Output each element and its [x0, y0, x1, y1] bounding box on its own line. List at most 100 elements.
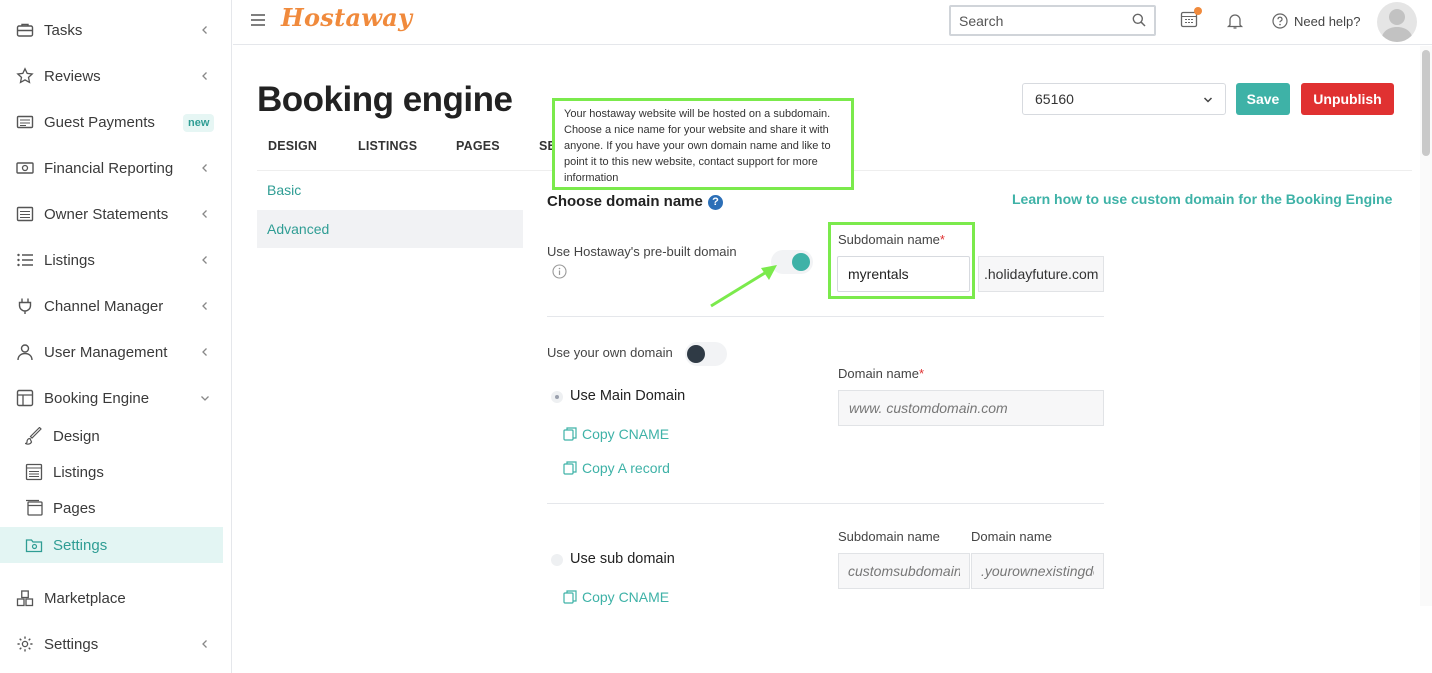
- main-domain-label: Use Main Domain: [570, 388, 686, 404]
- tab-pages[interactable]: PAGES: [456, 139, 500, 153]
- copy-cname-link-2[interactable]: Copy CNAME: [563, 589, 669, 605]
- chevron-down-icon: [1203, 97, 1213, 103]
- sidebar-subitem-listings[interactable]: Listings: [0, 454, 232, 490]
- chevron-left-icon: [202, 348, 207, 356]
- menu-icon[interactable]: [250, 12, 266, 28]
- money-icon: [16, 162, 34, 174]
- chevron-left-icon: [202, 302, 207, 310]
- subnav-advanced[interactable]: Advanced: [257, 210, 523, 248]
- sidebar-subitem-settings[interactable]: Settings: [0, 527, 223, 563]
- sub-domain-radio[interactable]: [551, 554, 563, 566]
- divider: [547, 503, 1104, 504]
- existing-domain-input[interactable]: [971, 553, 1104, 589]
- chevron-left-icon: [202, 640, 207, 648]
- chevron-left-icon: [202, 26, 207, 34]
- bell-icon[interactable]: [1226, 12, 1244, 30]
- info-icon[interactable]: [552, 264, 567, 279]
- subdomain-highlight: [828, 222, 975, 299]
- folder-gear-icon: [25, 539, 43, 553]
- custom-subdomain-input[interactable]: [838, 553, 970, 589]
- gear-icon: [17, 636, 33, 652]
- required-mark: *: [918, 366, 924, 381]
- annotation-arrow-icon: [710, 265, 777, 308]
- sidebar-item-label: Guest Payments: [44, 113, 155, 131]
- sidebar-item-label: Owner Statements: [44, 205, 169, 223]
- own-domain-toggle[interactable]: [685, 342, 727, 366]
- tab-listings[interactable]: LISTINGS: [358, 139, 418, 153]
- scroll-thumb[interactable]: [1422, 50, 1430, 156]
- scrollbar[interactable]: [1420, 46, 1432, 606]
- question-icon[interactable]: ?: [708, 195, 723, 210]
- calendar-icon[interactable]: [1180, 10, 1198, 28]
- chevron-left-icon: [202, 210, 207, 218]
- sidebar-subitem-label: Listings: [53, 463, 104, 481]
- sidebar-item-channel-manager[interactable]: Channel Manager: [0, 288, 232, 324]
- tab-design[interactable]: DESIGN: [268, 139, 318, 153]
- radio-dot: [555, 395, 559, 399]
- briefcase-icon: [16, 23, 34, 37]
- sidebar-item-settings[interactable]: Settings: [0, 626, 232, 662]
- sidebar-item-label: Reviews: [44, 67, 101, 85]
- pages-icon: [26, 499, 43, 516]
- sidebar-item-marketplace[interactable]: Marketplace: [0, 580, 232, 616]
- need-help-link[interactable]: Need help?: [1294, 14, 1361, 29]
- sidebar-item-booking-engine[interactable]: Booking Engine: [0, 380, 232, 416]
- copy-a-record-link[interactable]: Copy A record: [563, 460, 670, 476]
- domain-name-label: Domain name*: [838, 366, 924, 381]
- domain-name-input[interactable]: [838, 390, 1104, 426]
- help-circle-icon[interactable]: [1272, 13, 1288, 29]
- copy-icon: [563, 461, 577, 475]
- sub-domain-name-label: Domain name: [971, 529, 1052, 544]
- list-icon: [17, 253, 33, 267]
- sidebar-item-user-management[interactable]: User Management: [0, 334, 232, 370]
- learn-custom-domain-link[interactable]: Learn how to use custom domain for the B…: [1012, 191, 1393, 207]
- search-input[interactable]: [959, 11, 1119, 31]
- required-mark: *: [939, 232, 945, 247]
- hostaway-logo[interactable]: Hostaway: [281, 3, 413, 32]
- sidebar-item-label: Booking Engine: [44, 389, 150, 407]
- page-title: Booking engine: [257, 80, 513, 119]
- search-box[interactable]: [949, 5, 1156, 36]
- star-icon: [16, 67, 34, 84]
- save-button[interactable]: Save: [1236, 83, 1290, 115]
- main-domain-radio[interactable]: [551, 391, 563, 403]
- listing-select-value: 65160: [1035, 91, 1074, 107]
- avatar-silhouette-icon: [1381, 9, 1413, 42]
- sidebar-item-financial-reporting[interactable]: Financial Reporting: [0, 150, 232, 186]
- plug-icon: [18, 298, 32, 314]
- search-icon[interactable]: [1132, 13, 1146, 27]
- subdomain-label-text: Subdomain name: [838, 232, 940, 247]
- sidebar-subitem-design[interactable]: Design: [0, 418, 232, 454]
- subdomain-label: Subdomain name*: [838, 232, 945, 247]
- prebuilt-domain-label: Use Hostaway's pre-built domain: [547, 244, 737, 259]
- subdomain-input[interactable]: [837, 256, 970, 292]
- sub-subdomain-label: Subdomain name: [838, 529, 940, 544]
- copy-cname-text: Copy CNAME: [582, 589, 670, 605]
- copy-cname-link[interactable]: Copy CNAME: [563, 426, 669, 442]
- sidebar-item-owner-statements[interactable]: Owner Statements: [0, 196, 232, 232]
- listing-select[interactable]: 65160: [1022, 83, 1226, 115]
- subnav-basic[interactable]: Basic: [267, 182, 302, 198]
- top-bar: Hostaway Need help?: [233, 0, 1432, 45]
- unpublish-button[interactable]: Unpublish: [1301, 83, 1394, 115]
- copy-a-record-text: Copy A record: [582, 460, 670, 476]
- sidebar-item-label: User Management: [44, 343, 168, 361]
- sidebar-item-label: Settings: [44, 635, 99, 653]
- notification-dot: [1194, 7, 1202, 15]
- sidebar-subitem-pages[interactable]: Pages: [0, 490, 232, 526]
- sidebar-item-tasks[interactable]: Tasks: [0, 12, 232, 48]
- sidebar-item-reviews[interactable]: Reviews: [0, 58, 232, 94]
- sidebar-item-guest-payments[interactable]: Guest Payments new: [0, 104, 232, 140]
- help-tooltip: Your hostaway website will be hosted on …: [552, 98, 854, 190]
- sidebar-subitem-label: Design: [53, 427, 100, 445]
- sidebar-subitem-label: Settings: [53, 536, 108, 554]
- prebuilt-domain-toggle[interactable]: [771, 250, 813, 274]
- chevron-left-icon: [202, 256, 207, 264]
- toggle-knob: [687, 345, 705, 363]
- chevron-left-icon: [202, 72, 207, 80]
- sidebar-item-listings[interactable]: Listings: [0, 242, 232, 278]
- avatar[interactable]: [1377, 2, 1417, 42]
- tab-settings[interactable]: SE: [539, 139, 557, 153]
- card-icon: [16, 115, 34, 129]
- sidebar-item-label: Channel Manager: [44, 297, 164, 315]
